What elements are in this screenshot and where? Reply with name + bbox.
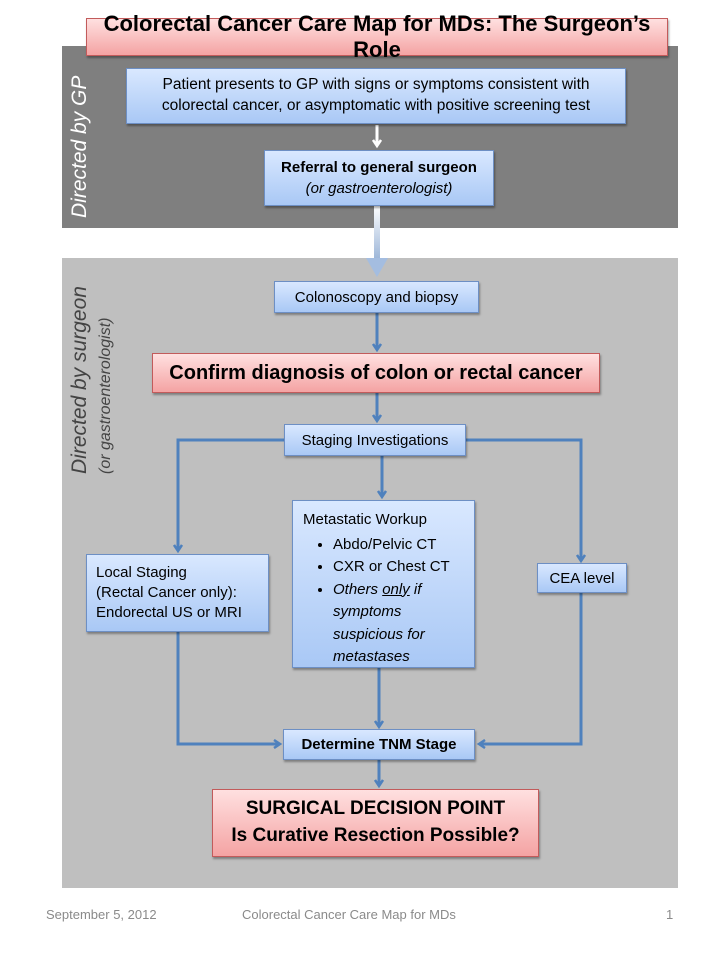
footer-page-number: 1 <box>666 907 674 922</box>
node-referral: Referral to general surgeon (or gastroen… <box>264 150 494 206</box>
arrow-staging-to-cea <box>466 438 581 561</box>
metastatic-item: CXR or Chest CT <box>333 556 464 579</box>
others-prefix: Others <box>333 580 383 598</box>
decision-line2: Is Curative Resection Possible? <box>231 825 520 846</box>
node-referral-text: Referral to general surgeon <box>281 159 477 176</box>
node-tnm-stage-text: Determine TNM Stage <box>301 736 457 753</box>
metastatic-item-others: Others only if symptoms suspicious for m… <box>333 579 464 669</box>
node-confirm-diagnosis: Confirm diagnosis of colon or rectal can… <box>152 353 600 393</box>
decision-line1: SURGICAL DECISION POINT <box>245 798 506 820</box>
node-patient-presents-text: Patient presents to GP with signs or sym… <box>161 76 591 114</box>
node-surgical-decision: SURGICAL DECISION POINT Is Curative Rese… <box>212 789 539 857</box>
title-banner: Colorectal Cancer Care Map for MDs: The … <box>86 11 668 62</box>
arrow-local-to-tnm <box>176 632 280 744</box>
node-local-staging: Local Staging (Rectal Cancer only): Endo… <box>86 554 269 632</box>
node-colonoscopy: Colonoscopy and biopsy <box>274 281 479 313</box>
node-confirm-diagnosis-text: Confirm diagnosis of colon or rectal can… <box>169 361 583 384</box>
local-staging-line3: Endorectal US or MRI <box>96 604 242 622</box>
local-staging-line1: Local Staging <box>96 563 187 581</box>
arrow-referral-to-colonoscopy-shaft <box>374 205 380 260</box>
others-emphasis: only <box>382 580 410 598</box>
metastatic-title: Metastatic Workup <box>303 511 427 528</box>
arrow-staging-to-local <box>178 438 285 551</box>
footer-title: Colorectal Cancer Care Map for MDs <box>242 907 456 922</box>
node-tnm-stage: Determine TNM Stage <box>283 729 475 760</box>
title-text: Colorectal Cancer Care Map for MDs: The … <box>103 11 651 62</box>
arrow-referral-to-colonoscopy-head <box>366 258 388 277</box>
node-metastatic-workup: Metastatic Workup Abdo/Pelvic CT CXR or … <box>292 500 475 668</box>
others-suffix: if symptoms suspicious for metastases <box>333 580 425 666</box>
node-staging-text: Staging Investigations <box>301 431 449 449</box>
metastatic-list: Abdo/Pelvic CT CXR or Chest CT Others on… <box>303 534 464 669</box>
node-patient-presents: Patient presents to GP with signs or sym… <box>126 68 626 124</box>
node-cea-level-text: CEA level <box>549 569 615 587</box>
metastatic-item: Abdo/Pelvic CT <box>333 534 464 557</box>
node-colonoscopy-text: Colonoscopy and biopsy <box>294 288 459 306</box>
arrow-cea-to-tnm <box>479 593 583 744</box>
node-referral-subtext: (or gastroenterologist) <box>305 180 453 197</box>
footer-date: September 5, 2012 <box>46 907 157 922</box>
node-cea-level: CEA level <box>537 563 627 593</box>
node-staging: Staging Investigations <box>284 424 466 456</box>
local-staging-line2: (Rectal Cancer only): <box>96 583 237 601</box>
